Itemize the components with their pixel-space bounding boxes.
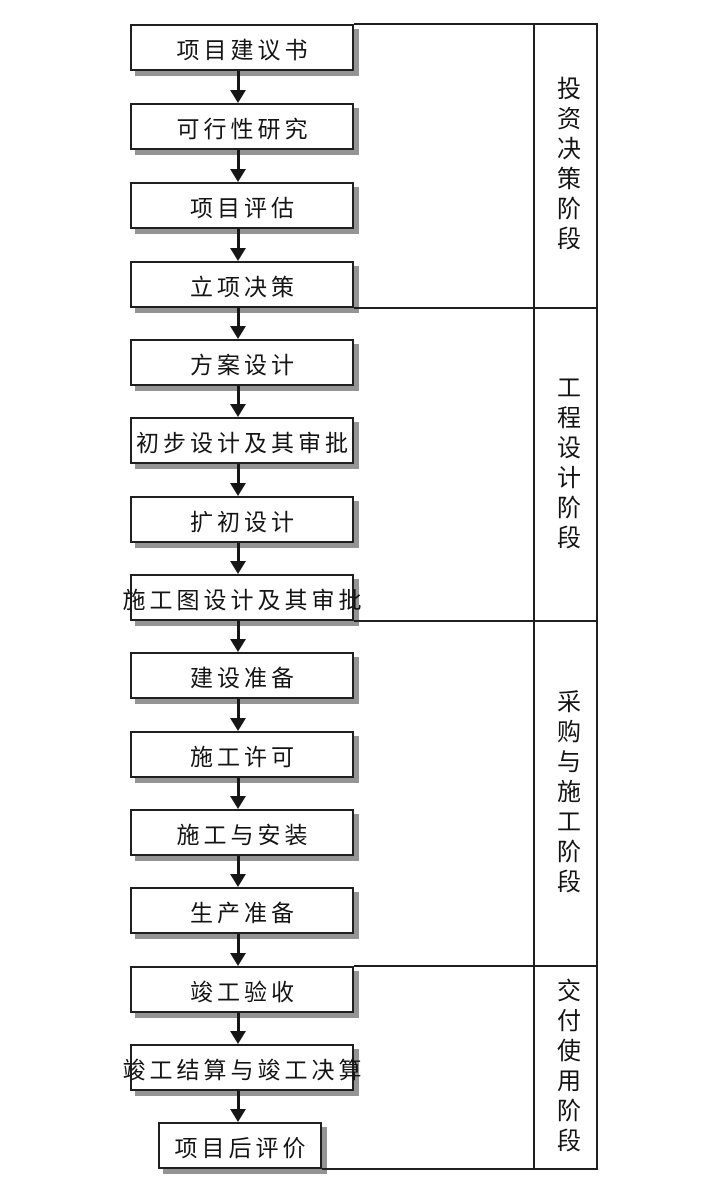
flow-step-3: 项目评估	[130, 182, 354, 229]
stage-top-line	[354, 23, 598, 25]
stage-label-investment-decision: 投资决策阶段	[552, 76, 579, 256]
flow-step-8: 施工图设计及其审批	[123, 574, 362, 621]
flow-step-12: 生产准备	[130, 887, 354, 934]
flow-step-9: 建设准备	[130, 652, 354, 699]
flow-step-14: 竣工结算与竣工决算	[123, 1044, 362, 1091]
flow-step-13: 竣工验收	[130, 966, 354, 1013]
flow-step-1: 项目建议书	[130, 24, 354, 71]
stage-column-left-line	[533, 23, 535, 1170]
flow-step-15: 项目后评价	[158, 1122, 322, 1169]
stage-bottom-line	[322, 1168, 598, 1170]
stage-cell-engineering-design: 工程设计阶段	[533, 309, 599, 620]
stage-column-right-line	[596, 23, 598, 1170]
flow-step-11: 施工与安装	[130, 809, 354, 856]
flow-step-7: 扩初设计	[130, 496, 354, 543]
stage-label-engineering-design: 工程设计阶段	[552, 374, 579, 555]
flow-step-10: 施工许可	[130, 731, 354, 778]
flow-step-6: 初步设计及其审批	[130, 417, 354, 464]
stage-cell-delivery-use: 交付使用阶段	[533, 967, 599, 1168]
stage-cell-investment-decision: 投资决策阶段	[533, 25, 599, 307]
stage-divider-line-1	[354, 307, 598, 309]
stage-divider-line-3	[354, 965, 598, 967]
stage-cell-procurement-construction: 采购与施工阶段	[533, 622, 599, 965]
flow-step-4: 立项决策	[130, 261, 354, 308]
stage-divider-line-2	[354, 620, 598, 622]
flow-step-5: 方案设计	[130, 339, 354, 386]
flow-step-2: 可行性研究	[130, 103, 354, 150]
stage-label-delivery-use: 交付使用阶段	[552, 977, 579, 1158]
stage-label-procurement-construction: 采购与施工阶段	[552, 688, 579, 899]
